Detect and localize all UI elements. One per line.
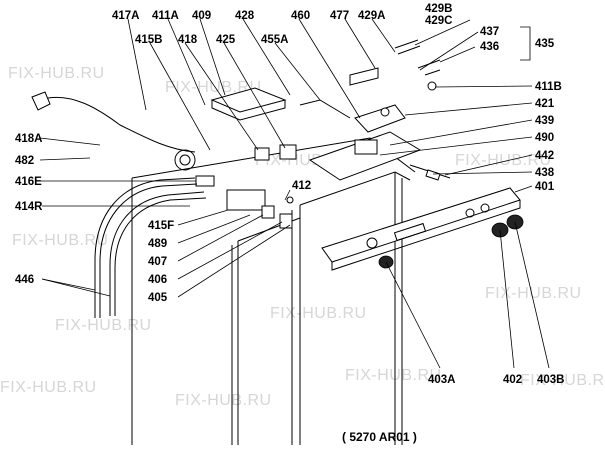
sleeve-438 <box>425 169 441 181</box>
part-label: 406 <box>148 274 167 286</box>
part-label: 409 <box>192 10 211 22</box>
part-label: 435 <box>535 38 555 50</box>
part-labels: 417A 411A 409 428 460 477 429A 429B 429C… <box>15 3 565 386</box>
part-label: 405 <box>148 292 168 304</box>
leader-lines <box>39 18 550 369</box>
heater-pipe-4 <box>114 197 207 316</box>
panel-lamp <box>366 237 378 249</box>
switch-407 <box>261 205 275 219</box>
part-label: 436 <box>480 41 499 53</box>
part-label: 437 <box>480 26 499 38</box>
part-label: 421 <box>535 98 555 110</box>
part-label: 429C <box>425 15 453 27</box>
screw-412 <box>286 196 294 204</box>
capillary-tube <box>299 99 351 119</box>
part-label: 402 <box>503 374 522 386</box>
watermark-text: FIX-HUB.RU <box>8 65 105 82</box>
bracket-412 <box>226 189 266 211</box>
watermark-text: FIX-HUB.RU <box>270 305 367 322</box>
valve-block <box>354 104 406 133</box>
part-label: 403B <box>537 374 565 386</box>
part-label: 403A <box>428 374 456 386</box>
terminal-block <box>195 175 215 187</box>
switch-406 <box>279 213 293 229</box>
part-label: 425 <box>216 34 236 46</box>
pin-429 <box>394 39 421 55</box>
panel-button-2 <box>480 203 490 213</box>
panel-button-1 <box>465 208 475 218</box>
control-panel <box>321 187 521 263</box>
watermark-text: FIX-HUB.RU <box>175 392 272 409</box>
plug <box>31 91 51 111</box>
door-top <box>299 171 411 206</box>
part-label: 489 <box>148 238 167 250</box>
part-label: 429B <box>425 3 453 15</box>
watermark-text: FIX-HUB.RU <box>55 317 152 334</box>
watermark-text: FIX-HUB.RU <box>165 79 262 96</box>
part-label: 418A <box>15 133 43 145</box>
cabinet-top-edge <box>131 137 416 179</box>
part-label: 401 <box>535 181 555 193</box>
part-label: 412 <box>292 180 311 192</box>
part-label: 411B <box>535 81 562 93</box>
spring-436 <box>417 59 441 76</box>
part-label: 414R <box>15 201 43 213</box>
watermark-text: FIX-HUB.RU <box>485 285 582 302</box>
part-label: 428 <box>235 10 255 22</box>
part-label: 490 <box>535 132 554 144</box>
part-label: 418 <box>178 34 198 46</box>
part-label: 455A <box>261 34 289 46</box>
part-label: 442 <box>535 150 554 162</box>
part-label: 439 <box>535 115 554 127</box>
part-label: 438 <box>535 167 555 179</box>
thermostat-body <box>354 139 378 155</box>
watermark-text: FIX-HUB.RU <box>345 367 442 384</box>
part-label: 482 <box>15 155 34 167</box>
cable-coil <box>174 149 196 171</box>
part-label: 415F <box>148 220 174 232</box>
power-cable <box>39 96 196 153</box>
panel-display <box>393 222 427 242</box>
cable-coil-inner <box>179 154 191 166</box>
control-panel-front <box>331 200 521 271</box>
watermark-text: FIX-HUB.RU <box>520 372 605 389</box>
heater-pipe-2 <box>99 183 198 318</box>
watermark-text: FIX-HUB.RU <box>12 232 109 249</box>
part-label: 416E <box>15 176 42 188</box>
part-label: 411A <box>152 10 179 22</box>
part-label: 415B <box>135 34 163 46</box>
screw-411B <box>427 81 437 91</box>
part-label: 460 <box>291 10 310 22</box>
part-label: 407 <box>148 256 167 268</box>
watermark-layer: FIX-HUB.RU FIX-HUB.RU FIX-HUB.RU FIX-HUB… <box>0 65 605 409</box>
part-label: 417A <box>112 10 140 22</box>
cover-plate-side <box>211 100 286 121</box>
bracket-477 <box>349 67 379 86</box>
part-label: 477 <box>330 10 349 22</box>
switch-425 <box>279 144 297 160</box>
part-label: 429A <box>358 10 386 22</box>
diagram-caption: ( 5270 AR01 ) <box>342 430 417 444</box>
watermark-text: FIX-HUB.RU <box>0 379 97 396</box>
part-label: 446 <box>15 274 34 286</box>
relay-418 <box>254 147 270 161</box>
valve-knob <box>380 107 390 117</box>
heater-pipe-3 <box>109 191 205 316</box>
